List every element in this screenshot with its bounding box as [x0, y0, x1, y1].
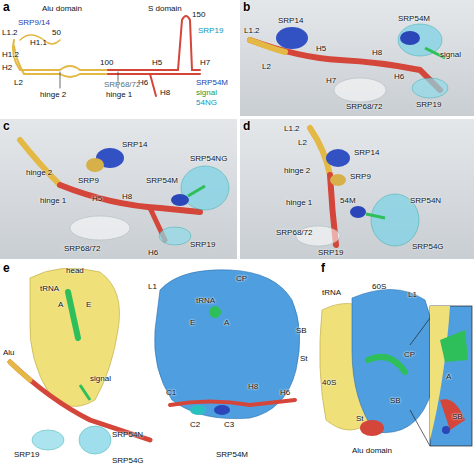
part-label: H6 — [394, 72, 404, 81]
part-label: hinge 1 — [106, 90, 132, 99]
part-label: tRNA — [40, 284, 59, 293]
part-label: SRP68/72 — [64, 244, 100, 253]
panel-letter: b — [243, 1, 250, 14]
panel-letter: e — [3, 262, 10, 275]
part-label: H6 — [148, 248, 158, 257]
part-label: L1 — [408, 290, 417, 299]
part-label: signal — [90, 374, 111, 383]
part-label: SRP68/72 — [346, 102, 382, 111]
part-label: L1.2 — [284, 124, 300, 133]
part-label: SRP9 — [350, 172, 371, 181]
part-label: C1 — [166, 388, 176, 397]
part-label: H5 — [92, 194, 102, 203]
part-label: C2 — [190, 420, 200, 429]
part-label: H1.2 — [2, 50, 19, 59]
part-label: tRNA — [196, 296, 215, 305]
part-label: SRP54N — [112, 430, 143, 439]
part-label: SRP19 — [190, 240, 215, 249]
panel-letter: f — [321, 262, 325, 275]
part-label: SRP68/72 — [276, 228, 312, 237]
part-label: SRP54M — [146, 176, 178, 185]
part-label: SRP19 — [14, 450, 39, 459]
part-label: SRP54M — [398, 14, 430, 23]
part-label: hinge 2 — [40, 90, 66, 99]
part-label: L1.2 — [2, 28, 18, 37]
part-label: 100 — [100, 58, 113, 67]
part-label: CP — [236, 274, 247, 283]
part-label: H8 — [372, 48, 382, 57]
part-label: H5 — [152, 58, 162, 67]
part-label: hinge 1 — [40, 196, 66, 205]
part-label: Alu domain — [352, 446, 392, 455]
part-label: H6 — [280, 388, 290, 397]
part-label: tRNA — [322, 288, 341, 297]
part-label: SRP19 — [416, 100, 441, 109]
part-label: 60S — [372, 282, 386, 291]
part-label: L1.2 — [244, 26, 260, 35]
part-label: H8 — [160, 88, 170, 97]
part-label: L2 — [14, 78, 23, 87]
part-label: SRP54M — [216, 450, 248, 459]
part-label: SRP54G — [112, 456, 144, 465]
part-label: L2 — [298, 138, 307, 147]
part-label: signal — [440, 50, 461, 59]
part-label: S domain — [148, 4, 182, 13]
part-label: SRP54M — [196, 78, 228, 87]
part-label: SRP14 — [122, 140, 147, 149]
part-label: 40S — [322, 378, 336, 387]
part-label: SRP68/72 — [104, 80, 140, 89]
part-label: SRP14 — [354, 148, 379, 157]
part-label: SRP54N — [410, 196, 441, 205]
part-label: H7 — [200, 58, 210, 67]
part-label: SRP9 — [78, 176, 99, 185]
part-label: head — [66, 266, 84, 275]
panel-letter: c — [3, 120, 10, 133]
part-label: SB — [390, 396, 401, 405]
part-label: 50 — [52, 28, 61, 37]
part-label: E — [86, 300, 91, 309]
part-label: H1.1 — [30, 38, 47, 47]
part-label: signal — [196, 88, 217, 97]
part-label: SRP19 — [318, 248, 343, 257]
part-label: H7 — [326, 76, 336, 85]
part-label: H2 — [2, 63, 12, 72]
part-label: hinge 2 — [26, 168, 52, 177]
part-label: 150 — [192, 10, 205, 19]
part-label: SRP54G — [412, 242, 444, 251]
part-label: H8 — [248, 382, 258, 391]
part-label: SRP14 — [278, 16, 303, 25]
part-label: St — [356, 414, 364, 423]
part-label: A — [58, 300, 63, 309]
part-label: 54NG — [196, 98, 217, 107]
part-label: SRP19 — [198, 26, 223, 35]
part-label: E — [190, 318, 195, 327]
part-label: H8 — [122, 192, 132, 201]
part-label: SRP54NG — [190, 154, 227, 163]
part-label: A — [224, 318, 229, 327]
part-label: C3 — [224, 420, 234, 429]
part-label: SB — [452, 412, 463, 421]
part-label: Alu — [3, 348, 15, 357]
part-label: hinge 2 — [284, 166, 310, 175]
part-label: hinge 1 — [286, 198, 312, 207]
part-label: SRP9/14 — [18, 18, 50, 27]
part-label: CP — [404, 350, 415, 359]
part-label: 54M — [340, 196, 356, 205]
part-label: L2 — [262, 62, 271, 71]
panel-letter: a — [3, 1, 10, 14]
part-label: H5 — [316, 44, 326, 53]
part-label: L1 — [148, 282, 157, 291]
part-label: St — [300, 354, 308, 363]
part-label: A — [446, 372, 451, 381]
part-label: Alu domain — [42, 4, 82, 13]
part-label: SB — [296, 326, 307, 335]
panel-letter: d — [243, 120, 250, 133]
